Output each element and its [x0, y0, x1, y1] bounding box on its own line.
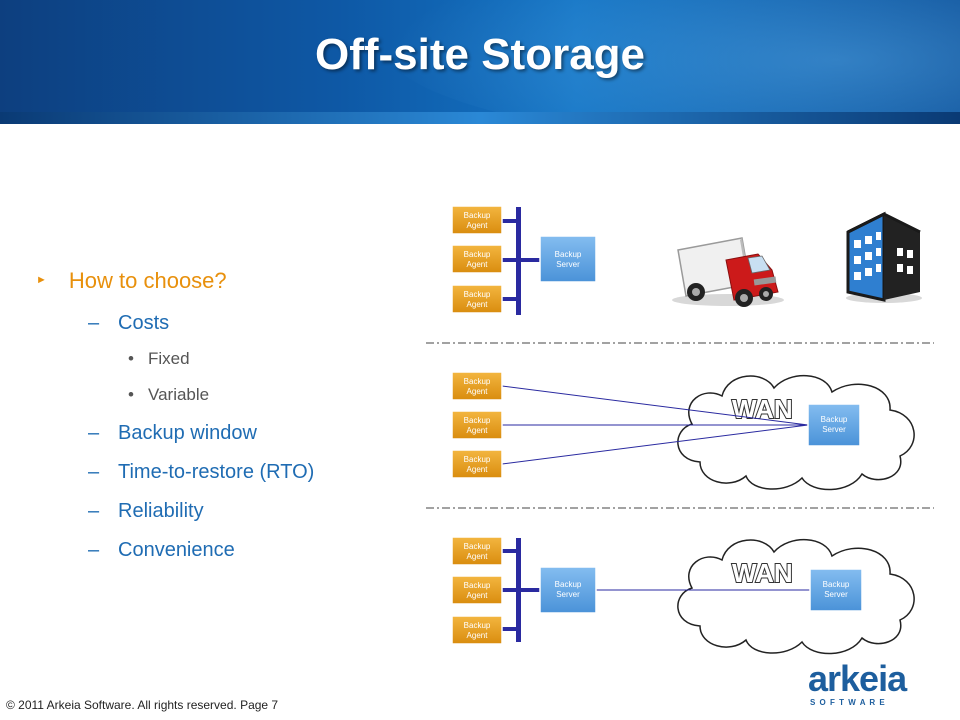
backup-agent-box: Backup Agent [451, 284, 503, 314]
header-swoosh [380, 0, 960, 124]
slide-title: Off-site Storage [314, 30, 646, 79]
wan-label: WAN [732, 558, 793, 588]
bullet-how-to-choose-text: How to choose? [68, 268, 227, 293]
bus-connector [519, 258, 541, 262]
bullet-rto: –Time-to-restore (RTO) [88, 461, 315, 483]
backup-server-box: Backup Server [807, 403, 861, 447]
backup-agent-box: Backup Agent [451, 449, 503, 479]
bus-connector [502, 549, 518, 553]
bullet-variable: •Variable [128, 385, 210, 404]
truck-icon [672, 237, 784, 307]
agent-label-line2: Agent [467, 631, 489, 640]
backup-agent-box: Backup Agent [451, 205, 503, 235]
backup-agent-box: Backup Agent [451, 615, 503, 645]
section-replicated-wan: WAN Backup Agent Backup Agent Backup Age… [451, 536, 915, 655]
bullet-reliability-text: Reliability [118, 500, 204, 522]
title-header: Off-site Storage [0, 0, 960, 124]
bullet-reliability: –Reliability [88, 500, 204, 522]
agent-label-line2: Agent [467, 387, 489, 396]
bullet-convenience: –Convenience [88, 539, 235, 561]
bus-connector [502, 258, 518, 262]
server-label-line2: Server [556, 260, 580, 269]
server-label-line2: Server [822, 425, 846, 434]
cloud-icon [677, 539, 915, 655]
agent-label-line1: Backup [464, 416, 491, 425]
section-local-offsite: Backup Agent Backup Agent Backup Agent B… [451, 205, 922, 315]
agent-label-line1: Backup [464, 621, 491, 630]
server-label-line2: Server [556, 590, 580, 599]
agent-label-line2: Agent [467, 426, 489, 435]
backup-agent-box: Backup Agent [451, 244, 503, 274]
server-label-line1: Backup [823, 580, 850, 589]
server-label-line1: Backup [821, 415, 848, 424]
bus-connector [502, 219, 518, 223]
backup-agent-box: Backup Agent [451, 371, 503, 401]
bullet-how-to-choose: ► How to choose? [36, 268, 227, 294]
agent-label-line1: Backup [464, 581, 491, 590]
footer-copyright: © 2011 Arkeia Software. All rights reser… [6, 698, 279, 712]
building-icon [846, 211, 922, 303]
bus-connector [502, 588, 518, 592]
server-label-line1: Backup [555, 580, 582, 589]
bus-connector [502, 297, 518, 301]
agent-label-line2: Agent [467, 260, 489, 269]
triangle-bullet-icon: ► [36, 274, 47, 287]
logo-subtext: S O F T W A R E [810, 698, 886, 707]
bullet-backup-window-text: Backup window [118, 422, 257, 444]
backup-server-box: Backup Server [539, 566, 597, 614]
agent-label-line2: Agent [467, 591, 489, 600]
bullet-convenience-text: Convenience [118, 539, 235, 561]
bullet-fixed-text: Fixed [148, 349, 190, 368]
agent-label-line2: Agent [467, 300, 489, 309]
server-label-line2: Server [824, 590, 848, 599]
backup-agent-box: Backup Agent [451, 410, 503, 440]
bullet-fixed: •Fixed [128, 349, 190, 368]
backup-agent-box: Backup Agent [451, 536, 503, 566]
agent-label-line1: Backup [464, 455, 491, 464]
bullet-backup-window: –Backup window [88, 422, 257, 444]
agent-label-line1: Backup [464, 211, 491, 220]
bullet-variable-text: Variable [148, 385, 210, 404]
bullet-costs: –Costs [88, 312, 170, 334]
bus-bar [516, 207, 521, 315]
section-direct-wan: WAN Backup Agent Backup Agent Backup Age… [451, 371, 915, 491]
backup-agent-box: Backup Agent [451, 575, 503, 605]
wan-link [501, 385, 809, 426]
bullet-rto-text: Time-to-restore (RTO) [118, 461, 315, 483]
backup-server-box: Backup Server [809, 568, 863, 612]
logo-wordmark: arkeia [808, 658, 908, 699]
bus-connector [519, 588, 541, 592]
agent-label-line2: Agent [467, 221, 489, 230]
bullet-costs-text: Costs [118, 312, 170, 334]
agent-label-line2: Agent [467, 552, 489, 561]
header-band [0, 112, 960, 124]
cloud-icon [677, 375, 915, 491]
agent-label-line1: Backup [464, 250, 491, 259]
wan-link [501, 424, 809, 465]
agent-label-line1: Backup [464, 290, 491, 299]
server-label-line1: Backup [555, 250, 582, 259]
arkeia-logo: arkeia S O F T W A R E [808, 658, 909, 707]
agent-label-line2: Agent [467, 465, 489, 474]
bus-connector [502, 627, 518, 631]
agent-label-line1: Backup [464, 377, 491, 386]
agent-label-line1: Backup [464, 542, 491, 551]
bus-bar [516, 538, 521, 642]
backup-server-box: Backup Server [539, 235, 597, 283]
